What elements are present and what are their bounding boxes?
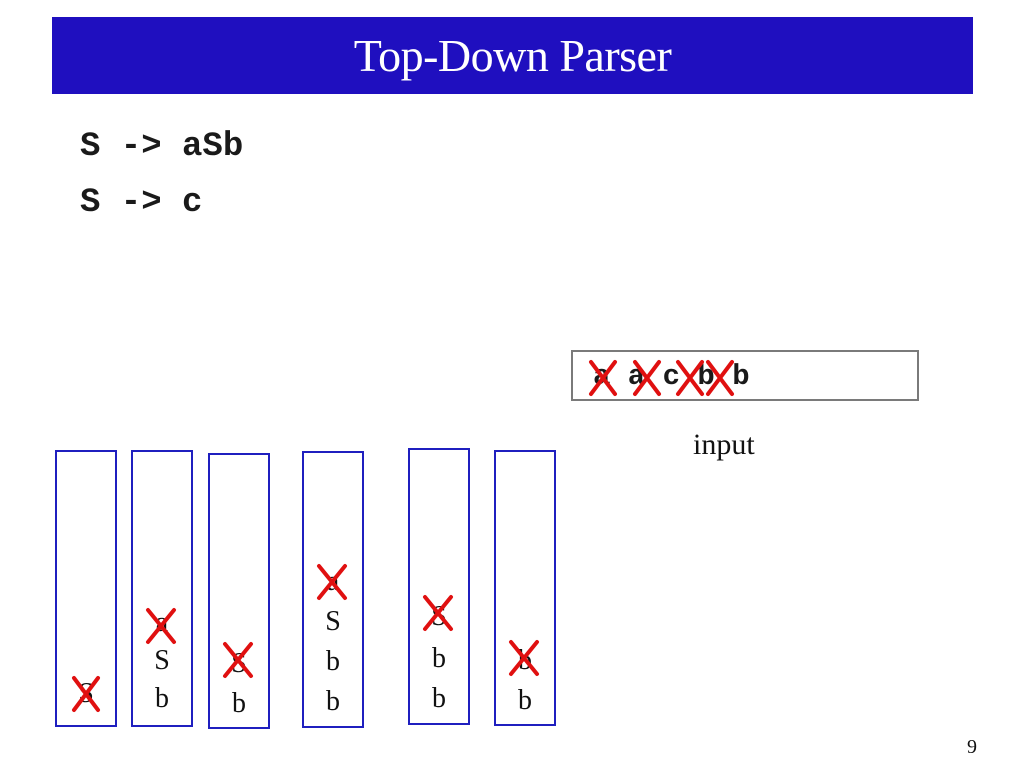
parse-stack-1: S — [55, 450, 117, 727]
parse-stack-2: a S b — [131, 450, 193, 727]
stack-symbol: S — [431, 601, 447, 632]
stack-symbol: b — [232, 688, 246, 719]
grammar-rule-1: S -> aSb — [80, 128, 244, 166]
parse-stack-6: b b — [494, 450, 556, 726]
stack-symbol: a — [155, 607, 169, 638]
stack-symbol: S — [325, 606, 341, 637]
parse-stack-3: S b — [208, 453, 270, 729]
grammar-rule-2: S -> c — [80, 184, 203, 222]
stack-symbol: S — [78, 678, 94, 709]
stack-symbol: b — [432, 683, 446, 714]
parse-stack-4: a S b b — [302, 451, 364, 728]
stack-symbol: b — [326, 646, 340, 677]
slide-title-bar: Top-Down Parser — [52, 17, 973, 94]
stack-symbol: b — [518, 645, 532, 676]
stack-symbol: a — [326, 566, 340, 597]
input-tape: a a c b b — [571, 350, 919, 401]
stack-symbol: b — [155, 683, 169, 714]
input-tape-text: a a c b b — [593, 360, 750, 393]
slide-title: Top-Down Parser — [353, 30, 672, 81]
stack-symbol: b — [432, 643, 446, 674]
input-label: input — [693, 428, 755, 461]
stack-symbol: S — [154, 645, 170, 676]
stack-symbol: S — [231, 648, 247, 679]
stack-symbol: b — [518, 685, 532, 716]
parse-stack-5: S b b — [408, 448, 470, 725]
stack-symbol: b — [326, 686, 340, 717]
page-number: 9 — [967, 736, 977, 758]
